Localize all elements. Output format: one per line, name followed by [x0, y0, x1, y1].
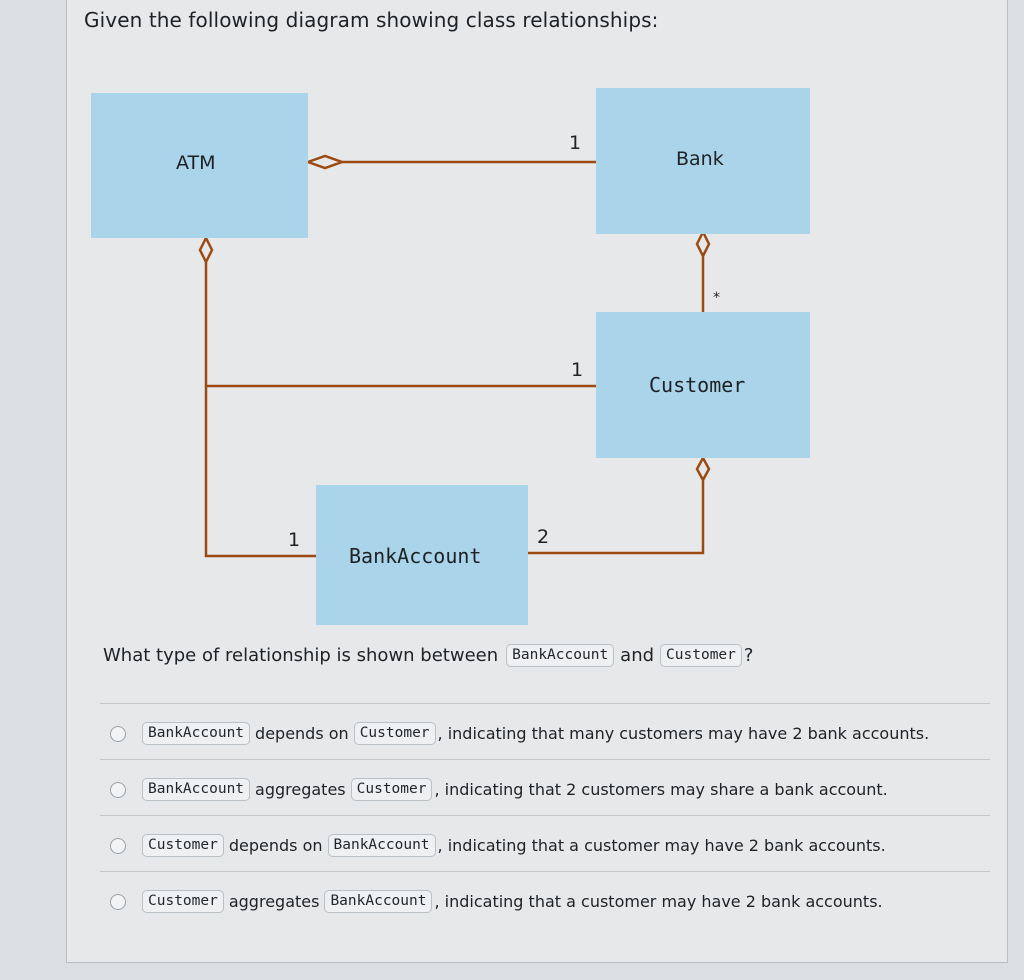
radio-button[interactable]: [110, 781, 126, 798]
class-diagram: ATM Bank Customer BankAccount 1 * 1 1 2: [91, 88, 810, 625]
question-class-a: BankAccount: [506, 644, 615, 667]
intro-text: Given the following diagram showing clas…: [84, 8, 659, 32]
option-object: BankAccount: [327, 834, 436, 857]
option-object: BankAccount: [324, 890, 433, 913]
answer-option-1[interactable]: BankAccount depends on Customer , indica…: [110, 722, 929, 745]
atm-bottom-diamond-icon: [198, 235, 214, 265]
option-rest: , indicating that many customers may hav…: [437, 724, 930, 743]
bank-class-box: [596, 88, 810, 234]
atm-class-box: [91, 93, 308, 238]
atm-bankaccount-line: [204, 386, 316, 558]
bank-aggregation-diamond-icon: [695, 229, 711, 259]
divider: [100, 871, 990, 872]
option-object: Customer: [350, 778, 433, 801]
radio-button[interactable]: [110, 893, 126, 910]
customer-bankaccount-line: [528, 480, 705, 555]
multiplicity-atm-customer: 1: [571, 359, 583, 381]
customer-class-label: Customer: [649, 373, 745, 397]
multiplicity-customer-bankaccount: 2: [537, 526, 549, 548]
option-rest: , indicating that a customer may have 2 …: [434, 892, 883, 911]
option-subject: Customer: [142, 834, 224, 857]
bankaccount-class-label: BankAccount: [349, 544, 481, 568]
option-verb: aggregates: [255, 780, 346, 799]
atm-customer-line: [204, 262, 596, 388]
multiplicity-bank-customer: *: [713, 290, 720, 306]
radio-button[interactable]: [110, 837, 126, 854]
multiplicity-atm-bankaccount: 1: [288, 529, 300, 551]
atm-class-label: ATM: [176, 152, 216, 174]
answer-option-3[interactable]: Customer depends on BankAccount , indica…: [110, 834, 886, 857]
question-class-b: Customer: [660, 644, 742, 667]
answer-option-4[interactable]: Customer aggregates BankAccount , indica…: [110, 890, 883, 913]
bank-class-label: Bank: [676, 148, 724, 170]
customer-aggregation-diamond-icon: [695, 455, 711, 483]
divider: [100, 759, 990, 760]
answer-option-2[interactable]: BankAccount aggregates Customer , indica…: [110, 778, 888, 801]
question-prefix: What type of relationship is shown betwe…: [103, 645, 499, 666]
option-rest: , indicating that a customer may have 2 …: [437, 836, 886, 855]
question-conj: and: [620, 645, 655, 666]
option-verb: aggregates: [228, 892, 320, 911]
radio-button[interactable]: [110, 725, 126, 742]
divider: [100, 815, 990, 816]
option-subject: BankAccount: [142, 722, 251, 745]
multiplicity-atm-bank: 1: [569, 132, 581, 154]
question-text: What type of relationship is shown betwe…: [103, 644, 753, 667]
customer-class-box: [596, 312, 810, 458]
question-suffix: ?: [743, 645, 754, 666]
atm-aggregation-diamond-icon: [304, 154, 346, 170]
bankaccount-class-box: [316, 485, 528, 625]
option-verb: depends on: [255, 724, 349, 743]
option-object: Customer: [353, 722, 436, 745]
option-subject: BankAccount: [142, 778, 251, 801]
option-verb: depends on: [228, 836, 323, 855]
option-rest: , indicating that 2 customers may share …: [434, 780, 888, 799]
divider: [100, 703, 990, 704]
option-subject: Customer: [142, 890, 224, 913]
